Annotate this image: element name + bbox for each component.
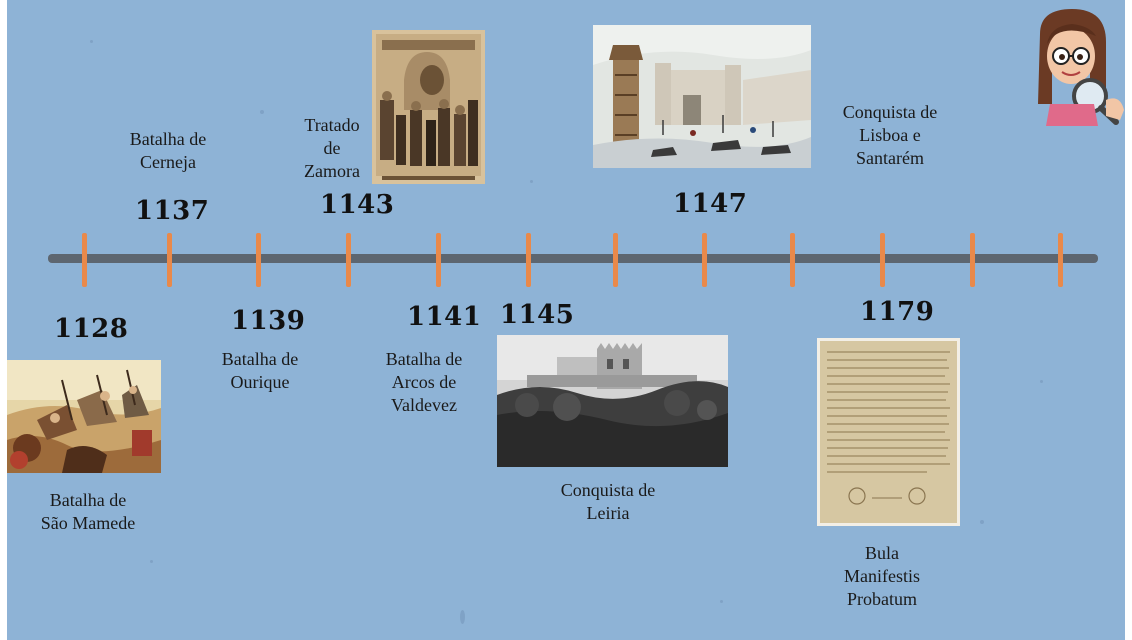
label-line: Valdevez [391,395,457,415]
label-leiria: Conquista de Leiria [538,479,678,525]
texture-speck [150,560,153,563]
label-lisboa: Conquista de Lisboa e Santarém [820,101,960,170]
avatar-magnifier-icon [1020,4,1128,126]
timeline-tick [702,233,707,287]
timeline-axis [48,254,1098,263]
battle-painting-image [7,360,161,473]
left-border [0,0,7,640]
timeline-tick [82,233,87,287]
year-1137: 1137 [135,196,210,226]
year-1179: 1179 [860,297,935,327]
texture-speck [90,40,93,43]
label-line: Batalha de [49,490,127,510]
label-line: Batalha de [221,349,299,369]
label-line: Bula [865,543,899,563]
year-1145: 1145 [500,300,575,330]
label-line: Conquista de [842,102,938,122]
label-line: Zamora [304,161,360,181]
timeline-tick [526,233,531,287]
label-line: Ourique [230,372,290,392]
label-valdevez: Batalha de Arcos de Valdevez [364,348,484,417]
year-1139: 1139 [231,306,306,336]
label-line: Cerneja [140,152,196,172]
timeline-tick [256,233,261,287]
label-cerneja: Batalha de Cerneja [108,128,228,174]
label-line: Batalha de [129,129,207,149]
year-1143: 1143 [320,190,395,220]
label-sao-mamede: Batalha de São Mamede [20,489,156,535]
label-line: Santarém [856,148,924,168]
timeline-tick [1058,233,1063,287]
lisbon-siege-image [593,25,811,168]
timeline-tick [436,233,441,287]
texture-speck [1040,380,1043,383]
label-line: de [323,138,341,158]
label-line: Lisboa e [859,125,921,145]
label-line: Manifestis [844,566,920,586]
label-bula: Bula Manifestis Probatum [822,542,942,611]
timeline-tick [346,233,351,287]
papal-bull-image [817,338,960,526]
texture-speck [530,180,533,183]
right-border [1125,0,1132,640]
label-line: São Mamede [40,513,136,533]
timeline-tick [167,233,172,287]
year-1128: 1128 [54,314,129,344]
timeline-tick [880,233,885,287]
timeline-tick [790,233,795,287]
label-zamora: Tratado de Zamora [292,114,372,183]
label-line: Tratado [304,115,360,135]
timeline-tick [613,233,618,287]
leiria-castle-image [497,335,728,467]
label-line: Arcos de [391,372,457,392]
label-line: Probatum [847,589,917,609]
label-line: Batalha de [385,349,463,369]
texture-speck [460,610,465,624]
timeline-tick [970,233,975,287]
treaty-engraving-image [372,30,485,184]
texture-speck [720,600,723,603]
year-1147: 1147 [673,189,748,219]
texture-speck [260,110,264,114]
label-line: Leiria [586,503,630,523]
year-1141: 1141 [407,302,482,332]
label-line: Conquista de [560,480,656,500]
label-ourique: Batalha de Ourique [200,348,320,394]
texture-speck [980,520,984,524]
